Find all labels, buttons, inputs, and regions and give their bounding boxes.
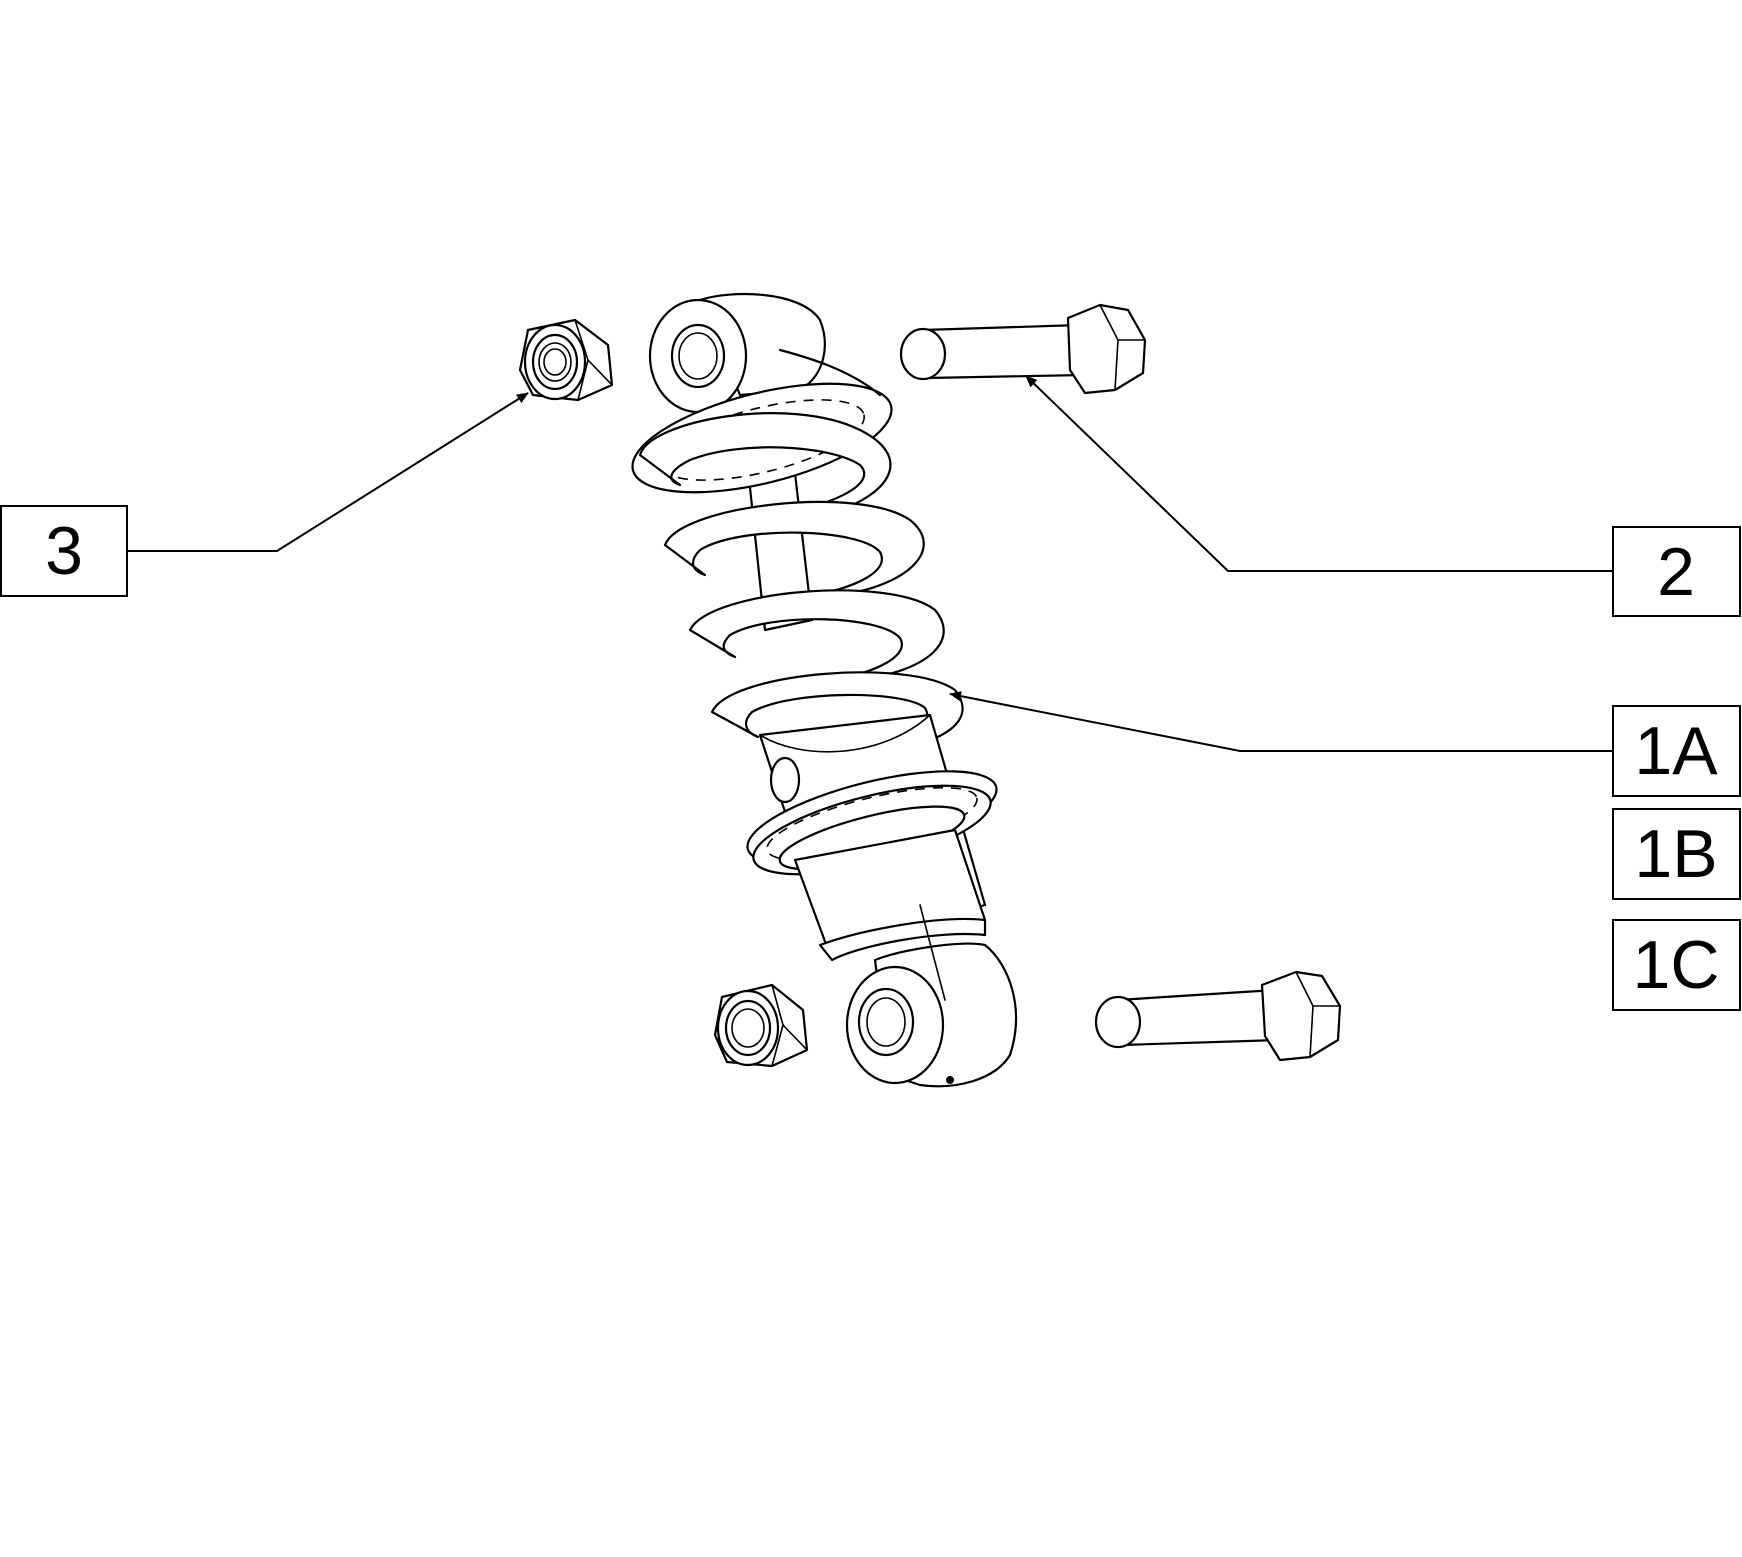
- callout-1a-label: 1A: [1634, 713, 1718, 789]
- callout-2: 2: [1612, 526, 1741, 617]
- callout-1c-label: 1C: [1633, 927, 1720, 1003]
- callout-1b: 1B: [1612, 808, 1741, 900]
- shock-absorber-assembly: [631, 292, 1018, 1088]
- bottom-eyelet: [845, 904, 1018, 1088]
- coil-spring: [638, 412, 964, 754]
- callout-2-label: 2: [1657, 534, 1695, 610]
- bolt-top: [899, 303, 1147, 395]
- lock-nut-bottom: [713, 983, 809, 1068]
- leader-1a: [949, 691, 1612, 752]
- callout-1b-label: 1B: [1634, 816, 1717, 892]
- bolt-bottom: [1094, 970, 1342, 1062]
- lock-nut-top: [518, 318, 614, 402]
- leader-lines: [128, 375, 1612, 752]
- callout-1c: 1C: [1612, 919, 1741, 1011]
- top-eyelet: [648, 292, 826, 414]
- callout-1a: 1A: [1612, 705, 1741, 797]
- leader-3: [128, 392, 529, 552]
- callout-3: 3: [0, 505, 128, 597]
- leader-2: [1025, 375, 1612, 572]
- callout-3-label: 3: [45, 513, 83, 589]
- shock-lower-body: [793, 828, 987, 962]
